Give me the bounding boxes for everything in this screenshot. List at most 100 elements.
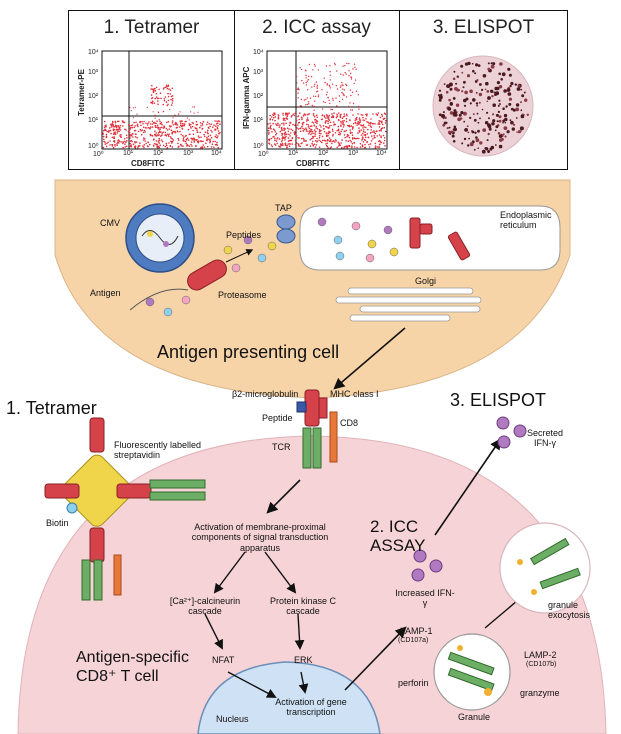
scatter-dot [155, 132, 157, 134]
scatter-dot [132, 136, 134, 138]
scatter-dot [286, 144, 288, 147]
scatter-dot [201, 127, 204, 130]
scatter-dot [128, 135, 131, 138]
scatter-dot [305, 130, 308, 132]
scatter-dot [301, 125, 303, 128]
elispot-spot [502, 107, 505, 110]
scatter-dot [167, 99, 170, 102]
scatter-dot [349, 139, 351, 142]
scatter-dot [376, 114, 379, 116]
scatter-dot [333, 112, 335, 114]
scatter-dot [162, 111, 164, 113]
scatter-dot [284, 131, 287, 133]
scatter-dot [303, 99, 305, 101]
scatter-dot [312, 144, 314, 146]
elispot-spot [504, 117, 508, 122]
scatter-dot [195, 127, 198, 130]
elispot-spot [443, 83, 446, 86]
scatter-dot [325, 126, 328, 128]
scatter-dot [315, 95, 317, 98]
scatter-dot [325, 94, 328, 96]
scatter-dot [174, 131, 177, 134]
elispot-spot [468, 137, 470, 140]
scatter-dot [297, 115, 300, 117]
nfat-label: NFAT [212, 655, 235, 665]
scatter-dot [339, 133, 341, 136]
scatter-dot [342, 121, 344, 124]
elispot-spot [506, 130, 510, 134]
scatter-dot [351, 142, 354, 145]
scatter-dot [283, 127, 285, 130]
scatter-dot [164, 131, 167, 134]
b2m-label: β2-microglobulin [232, 389, 299, 399]
scatter-dot [111, 136, 114, 139]
elispot-spot [438, 89, 442, 92]
scatter-dot [355, 137, 357, 140]
lamp1-label: LAMP-1 [400, 626, 433, 636]
scatter-dot [195, 145, 197, 147]
scatter-dot [114, 124, 117, 127]
scatter-dot [329, 79, 331, 81]
scatter-dot [147, 141, 149, 143]
scatter-dot [340, 122, 342, 124]
scatter-dot [361, 136, 364, 138]
scatter-dot [119, 126, 121, 129]
scatter-dot [279, 130, 282, 133]
scatter-dot [188, 123, 190, 125]
scatter-dot [305, 140, 307, 142]
scatter-dot [350, 141, 353, 143]
scatter-dot [301, 137, 303, 140]
elispot-spot [490, 89, 494, 94]
scatter-dot [333, 123, 336, 125]
scatter-dot [315, 130, 317, 133]
scatter-dot [149, 143, 151, 146]
scatter-dot [332, 121, 335, 123]
scatter-dot [102, 146, 105, 149]
scatter-dot [291, 143, 293, 145]
scatter-dot [316, 86, 318, 88]
scatter-dot [312, 112, 315, 115]
activation-label: Activation of membrane-proximal componen… [191, 522, 329, 553]
scatter-dot [167, 134, 170, 136]
scatter-dot [333, 62, 336, 64]
scatter-dot [341, 98, 344, 101]
scatter-dot [373, 135, 375, 137]
elispot-spot [450, 130, 454, 134]
scatter-dot [329, 71, 331, 73]
elispot-spot [463, 120, 466, 123]
scatter-dot [161, 140, 164, 143]
scatter-dot [364, 136, 367, 139]
elispot-spot [515, 107, 520, 112]
scatter-dot [313, 105, 315, 108]
scatter-dot [381, 122, 383, 124]
elispot-spot [500, 78, 503, 81]
peptide-shape [389, 247, 399, 257]
scatter-dot [179, 124, 182, 126]
scatter-dot [328, 84, 330, 87]
scatter-dot [326, 142, 328, 144]
scatter-dot [331, 113, 333, 115]
scatter-dot [331, 140, 333, 143]
scatter-dot [156, 126, 158, 128]
elispot-spot [448, 98, 451, 102]
scatter-dot [344, 145, 347, 148]
scatter-dot [110, 132, 112, 135]
scatter-dot [378, 143, 381, 146]
elispot-spot [516, 131, 518, 133]
scatter-dot [200, 136, 202, 138]
elispot-spot [484, 147, 488, 150]
ifn-gamma-dots [411, 416, 527, 582]
elispot-spot [492, 122, 495, 125]
scatter-dot [131, 126, 134, 129]
scatter-dot [362, 141, 365, 143]
scatter-dot [209, 141, 211, 144]
scatter-dot [315, 127, 317, 129]
scatter-dot [151, 88, 154, 90]
elispot-spot [486, 111, 489, 114]
scatter-dot [286, 133, 288, 135]
scatter-dot [362, 119, 364, 121]
elispot-spot [510, 120, 514, 125]
elispot-spot [478, 101, 481, 104]
scatter-dot [154, 130, 156, 132]
scatter-dot [345, 117, 348, 120]
